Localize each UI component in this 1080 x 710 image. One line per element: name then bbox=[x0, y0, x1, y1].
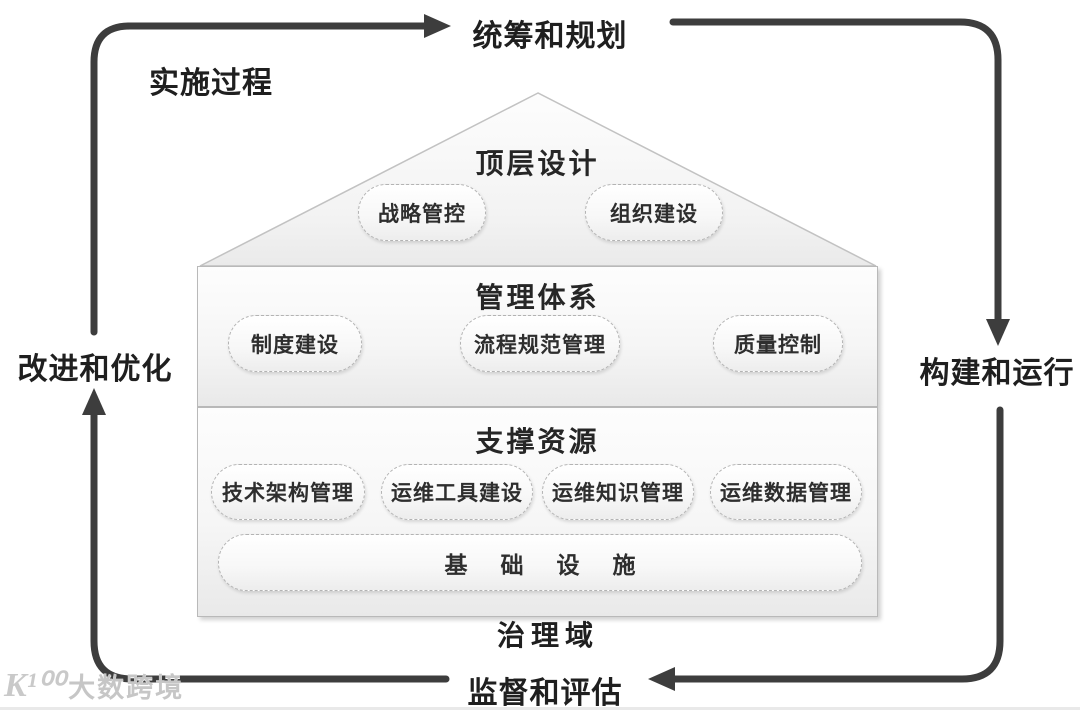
label-improve-and-optimize: 改进和优化 bbox=[17, 353, 173, 386]
pill-label: 质量控制 bbox=[734, 332, 822, 357]
arrowhead-down bbox=[986, 319, 1010, 346]
page-bottom-edge bbox=[0, 707, 1080, 710]
watermark-text: 大数跨境 bbox=[68, 673, 185, 703]
pill-label: 基础设施 bbox=[444, 552, 669, 578]
label-supervise-and-evaluate: 监督和评估 bbox=[467, 677, 623, 710]
pill-label: 制度建设 bbox=[251, 332, 339, 357]
management-title: 管理体系 bbox=[475, 283, 600, 314]
arrowhead-right bbox=[424, 14, 451, 38]
support-title: 支撑资源 bbox=[475, 427, 600, 458]
arrow-down-flow bbox=[669, 18, 1010, 346]
watermark-logo: K¹⁰⁰ bbox=[4, 666, 65, 704]
pill-label: 组织建设 bbox=[610, 201, 698, 226]
arrow-up-flow bbox=[82, 388, 450, 683]
pill-quality-control: 质量控制 bbox=[713, 315, 843, 372]
pill-label: 运维工具建设 bbox=[391, 481, 523, 505]
roof-title: 顶层设计 bbox=[475, 149, 600, 180]
label-plan-coordinate: 统筹和规划 bbox=[472, 20, 628, 53]
label-implementation-process: 实施过程 bbox=[149, 67, 273, 100]
arrow-top-right-flow bbox=[90, 14, 451, 336]
pill-strategic-control: 战略管控 bbox=[358, 184, 486, 241]
watermark: K¹⁰⁰ 大数跨境 bbox=[4, 666, 184, 705]
pill-ops-knowledge-management: 运维知识管理 bbox=[542, 464, 694, 520]
pill-system-building: 制度建设 bbox=[228, 315, 362, 372]
arrow-left-flow bbox=[648, 406, 1004, 691]
pill-label: 运维知识管理 bbox=[552, 481, 684, 505]
pill-label: 运维数据管理 bbox=[720, 481, 852, 505]
pill-tech-architecture-management: 技术架构管理 bbox=[211, 464, 365, 520]
pill-label: 流程规范管理 bbox=[474, 332, 606, 357]
pill-infrastructure: 基础设施 bbox=[218, 534, 862, 591]
pill-label: 战略管控 bbox=[378, 201, 466, 226]
pill-organization-building: 组织建设 bbox=[585, 184, 723, 241]
governance-domain-label: 治理域 bbox=[496, 621, 599, 652]
pill-process-standard-management: 流程规范管理 bbox=[460, 315, 620, 372]
arrowhead-left bbox=[648, 667, 675, 691]
pill-label: 技术架构管理 bbox=[222, 481, 354, 505]
label-build-and-run: 构建和运行 bbox=[919, 357, 1075, 390]
pill-ops-tool-building: 运维工具建设 bbox=[381, 464, 533, 520]
pill-ops-data-management: 运维数据管理 bbox=[710, 464, 862, 520]
arrowhead-up bbox=[82, 388, 106, 415]
